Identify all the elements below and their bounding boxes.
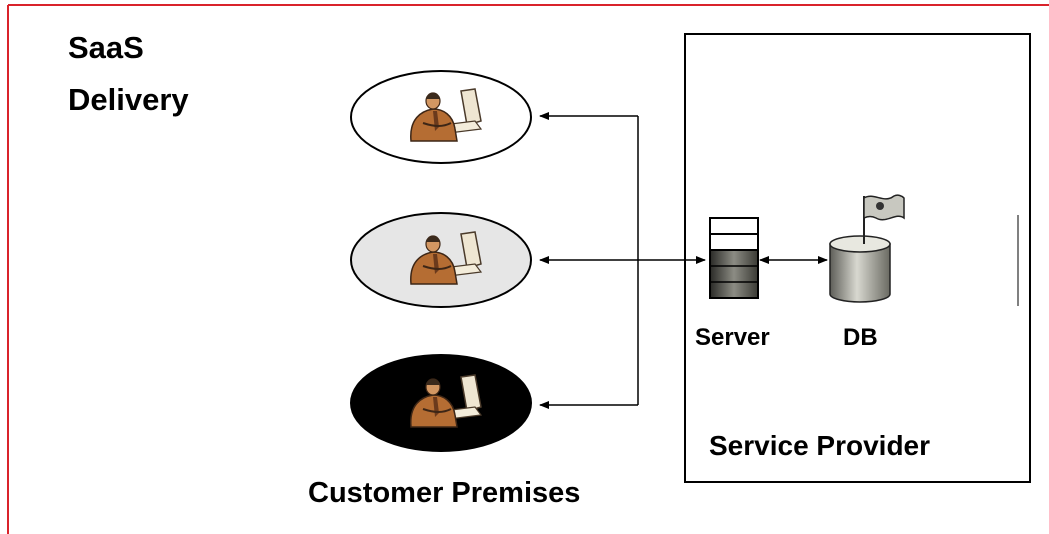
server-label: Server (695, 324, 770, 351)
flag-icon (863, 194, 905, 244)
db-label: DB (843, 324, 878, 351)
client-ellipse-bottom (350, 354, 532, 452)
client-ellipse-middle (350, 212, 532, 308)
server-rack-icon (709, 217, 759, 299)
client-ellipse-top (350, 70, 532, 164)
diagram-title-line-1: SaaS (68, 30, 144, 65)
diagram-title-line-2: Delivery (68, 82, 189, 117)
service-provider-label: Service Provider (709, 430, 931, 461)
customer-premises-label: Customer Premises (308, 477, 581, 509)
database-cylinder-icon (829, 235, 891, 303)
